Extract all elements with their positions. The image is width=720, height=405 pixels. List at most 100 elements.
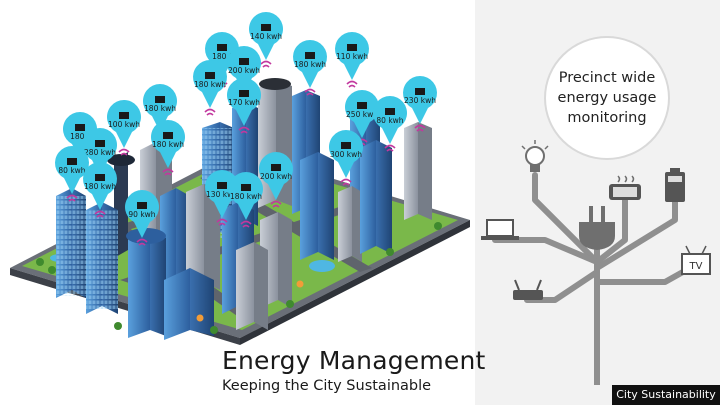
meter-icon: [163, 132, 173, 139]
laptop-icon: [481, 219, 519, 240]
energy-pin: 200 kwh: [259, 152, 293, 208]
meter-icon: [357, 102, 367, 109]
battery-icon: [665, 168, 685, 202]
wifi-icon: [384, 144, 396, 152]
energy-pin: 90 kwh: [124, 190, 159, 246]
meter-icon: [155, 96, 165, 103]
wifi-icon: [136, 238, 148, 246]
pin-bubble: [124, 190, 159, 238]
energy-pin: 170 kwh: [227, 78, 262, 134]
wifi-icon: [414, 124, 426, 132]
pin-label: 250 kwh: [346, 110, 378, 119]
pin-bubble: [259, 152, 293, 200]
meter-icon: [271, 164, 281, 171]
pin-bubble: [345, 89, 379, 138]
pin-label: 300 kwh: [330, 150, 362, 159]
pin-label: 180 kwh: [230, 192, 262, 201]
pin-label: 180 kwh: [144, 104, 176, 113]
plug-icon: [579, 206, 615, 250]
precinct-circle: Precinct wide energy usage monitoring: [544, 36, 670, 160]
wifi-icon: [118, 148, 130, 156]
energy-pin: 300 kwh: [329, 130, 364, 186]
wifi-icon: [238, 126, 250, 134]
pin-bubble: [227, 78, 262, 126]
energy-pin: 140 kwh: [248, 12, 283, 68]
energy-pin: 180 kwh: [150, 120, 185, 176]
energy-pin: 110 kwh: [335, 31, 369, 88]
energy-pin: 230 kwh: [403, 75, 437, 132]
pin-label: 110 kwh: [336, 52, 368, 61]
caption-title: Energy Management: [222, 346, 486, 375]
precinct-circle-text: Precinct wide energy usage monitoring: [557, 70, 657, 126]
pin-bubble: [205, 32, 239, 80]
pin-label: 140 kwh: [250, 32, 282, 41]
pin-bubble: [150, 120, 185, 168]
meter-icon: [347, 44, 357, 51]
bulb-icon: [521, 140, 549, 172]
energy-pin: 180 kwh: [193, 60, 227, 116]
wifi-icon: [216, 218, 228, 226]
wifi-icon: [240, 220, 252, 228]
wifi-icon: [340, 178, 352, 186]
energy-pin: 100 kwh: [107, 100, 141, 156]
pin-label: 80 kwh: [376, 116, 403, 125]
meter-icon: [341, 142, 351, 149]
pin-label: 90 kwh: [128, 210, 155, 219]
pin-label: 180 kwh: [152, 140, 184, 149]
tv-icon: TV: [681, 245, 711, 275]
caption-subtitle: Keeping the City Sustainable: [222, 378, 432, 394]
pin-bubble: [83, 162, 117, 210]
energy-pin: 180 kwh: [293, 40, 327, 96]
meter-icon: [415, 88, 425, 95]
pin-bubble: [329, 130, 364, 178]
pin-label: 180 kwh: [194, 80, 226, 89]
pin-label: 280 kwh: [84, 148, 116, 157]
pin-label: 180 !: [70, 132, 90, 141]
pin-bubble: [83, 128, 117, 176]
meter-icon: [67, 158, 77, 165]
device-tree-diagram: TV: [481, 140, 711, 385]
pin-label: 180 kwh: [84, 182, 116, 191]
pin-label: 230 kwh: [404, 96, 436, 105]
meter-icon: [305, 52, 315, 59]
energy-pin: 130 kwh: [205, 170, 239, 226]
wifi-icon: [304, 88, 316, 96]
energy-pin: 80 kwh: [54, 146, 90, 202]
meter-icon: [241, 184, 251, 191]
pin-bubble: [142, 84, 177, 132]
meter-icon: [217, 44, 227, 51]
city-trees: [36, 222, 442, 334]
meter-icon: [205, 72, 215, 79]
footer-tag: City Sustainability: [612, 385, 720, 405]
meter-icon: [239, 58, 249, 65]
pin-bubble: [335, 31, 369, 80]
wifi-icon: [260, 60, 272, 68]
heater-icon: [609, 175, 641, 200]
wifi-icon: [270, 200, 282, 208]
pin-label: 130 kwh: [206, 190, 238, 199]
pin-bubble: [293, 40, 327, 88]
meter-icon: [217, 182, 227, 189]
meter-icon: [119, 112, 129, 119]
wifi-icon: [204, 108, 216, 116]
pin-bubble: [403, 75, 437, 124]
tv-label: TV: [689, 261, 703, 272]
wifi-icon: [346, 80, 358, 88]
pin-label: 180 !: [212, 52, 232, 61]
pin-bubble: [107, 100, 141, 148]
pin-label: 80 kwh: [58, 166, 85, 175]
pin-bubble: [193, 60, 227, 108]
wifi-icon: [162, 168, 174, 176]
meter-icon: [75, 124, 85, 131]
pin-bubble: [63, 112, 98, 160]
energy-pin: 180 kwh: [228, 172, 263, 228]
pin-label: 180 kwh: [294, 60, 326, 69]
meter-icon: [137, 202, 147, 209]
city-buildings: [56, 78, 432, 340]
pin-label: 200 kwh: [228, 66, 260, 75]
router-icon: [513, 279, 543, 300]
pin-bubble: [54, 146, 90, 194]
energy-pin: 180 kwh: [83, 162, 117, 218]
